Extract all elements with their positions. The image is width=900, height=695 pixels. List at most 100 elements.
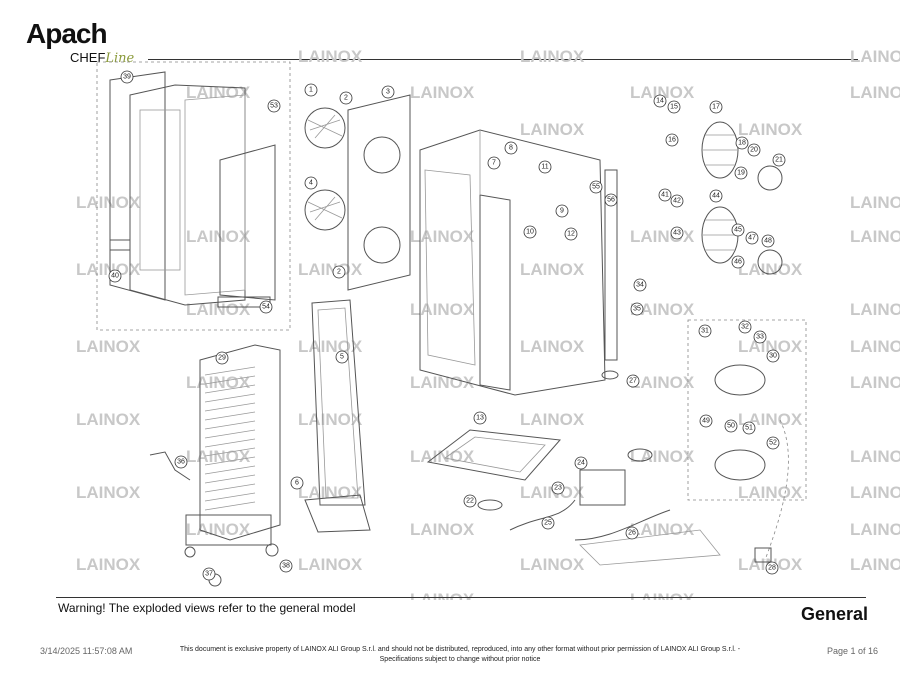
watermark-text: LAINOX <box>738 260 803 279</box>
logo-chef: CHEF <box>70 50 106 65</box>
callout-54: 54 <box>259 300 273 314</box>
legal-line-1: This document is exclusive property of L… <box>179 646 741 653</box>
callout-label: 15 <box>670 104 678 111</box>
callout-circle <box>747 143 761 157</box>
callout-circle <box>108 269 122 283</box>
callout-label: 54 <box>262 304 270 311</box>
fan-assembly <box>304 94 411 291</box>
callout-label: 50 <box>727 423 735 430</box>
callout-28: 28 <box>765 561 779 575</box>
print-timestamp: 3/14/2025 11:57:08 AM <box>40 646 133 656</box>
callout-label: 37 <box>205 571 213 578</box>
callout-circle <box>202 567 216 581</box>
watermark-text: LAINOX <box>738 410 803 429</box>
callout-circle <box>670 194 684 208</box>
callout-39: 39 <box>120 70 134 84</box>
watermark-text: LAINOX <box>186 520 251 539</box>
callout-27: 27 <box>626 374 640 388</box>
callout-circle <box>215 351 229 365</box>
callout-label: 39 <box>123 74 131 81</box>
callout-9: 9 <box>555 204 569 218</box>
callout-circle <box>766 436 780 450</box>
callout-22: 22 <box>463 494 477 508</box>
callout-circle <box>551 481 565 495</box>
watermark-text: LAINOX <box>738 483 803 502</box>
callout-label: 52 <box>769 440 777 447</box>
watermark-text: LAINOX <box>630 300 695 319</box>
callout-label: 48 <box>764 238 772 245</box>
motor-group-box <box>687 319 807 501</box>
callout-label: 41 <box>661 192 669 199</box>
watermark-text: LAINOX <box>410 300 475 319</box>
door-frame-bottom <box>304 494 371 533</box>
callout-31: 31 <box>698 324 712 338</box>
callout-5: 5 <box>335 350 349 364</box>
callout-label: 53 <box>270 103 278 110</box>
callout-label: 21 <box>775 157 783 164</box>
apach-chef-line-logo: Apach CHEFLine <box>26 20 134 67</box>
callout-7: 7 <box>487 156 501 170</box>
callout-circle <box>698 324 712 338</box>
watermark-text: LAINOX <box>298 260 363 279</box>
callout-label: 47 <box>748 235 756 242</box>
watermark-text: LAINOX <box>850 227 900 246</box>
callout-label: 43 <box>673 230 681 237</box>
callout-20: 20 <box>747 143 761 157</box>
callout-label: 38 <box>282 563 290 570</box>
callout-circle <box>765 561 779 575</box>
watermark-text: LAINOX <box>850 555 900 574</box>
callout-label: 26 <box>628 530 636 537</box>
callout-label: 12 <box>567 231 575 238</box>
callout-2-second: 2 <box>332 265 346 279</box>
callout-label: 4 <box>309 180 313 187</box>
callout-label: 5 <box>340 354 344 361</box>
callout-36: 36 <box>174 455 188 469</box>
callout-circle <box>523 225 537 239</box>
watermark-text: LAINOX <box>410 447 475 466</box>
footer-rule <box>56 597 866 598</box>
callout-34: 34 <box>633 278 647 292</box>
watermark-text: LAINOX <box>520 483 585 502</box>
callout-circle <box>332 265 346 279</box>
callout-layer: 1234567891011121314151617181920212223242… <box>108 70 786 581</box>
callout-13: 13 <box>473 411 487 425</box>
callout-label: 36 <box>177 459 185 466</box>
legal-notice: This document is exclusive property of L… <box>150 645 770 665</box>
watermark-text: LAINOX <box>186 227 251 246</box>
callout-label: 24 <box>577 460 585 467</box>
callout-circle <box>574 456 588 470</box>
watermark-text: LAINOX <box>410 83 475 102</box>
callout-label: 31 <box>701 328 709 335</box>
watermark-text: LAINOX <box>298 555 363 574</box>
warning-note: Warning! The exploded views refer to the… <box>58 601 356 615</box>
cabinet-group-box <box>96 61 291 331</box>
watermark-text: LAINOX <box>186 447 251 466</box>
callout-15: 15 <box>667 100 681 114</box>
watermark-text: LAINOX <box>738 120 803 139</box>
callout-21: 21 <box>772 153 786 167</box>
callout-circle <box>665 133 679 147</box>
watermark-text: LAINOX <box>630 373 695 392</box>
callout-label: 33 <box>756 334 764 341</box>
callout-4: 4 <box>304 176 318 190</box>
callout-circle <box>555 204 569 218</box>
watermark-text: LAINOX <box>850 337 900 356</box>
callout-circle <box>381 85 395 99</box>
callout-46: 46 <box>731 255 745 269</box>
watermark-text: LAINOX <box>738 337 803 356</box>
callout-label: 25 <box>544 520 552 527</box>
header-rule <box>148 59 858 60</box>
callout-19: 19 <box>734 166 748 180</box>
callout-35: 35 <box>630 302 644 316</box>
watermark-text: LAINOX <box>520 260 585 279</box>
callout-circle <box>487 156 501 170</box>
watermark-text: LAINOX <box>850 300 900 319</box>
callout-circle <box>564 227 578 241</box>
callout-label: 28 <box>768 565 776 572</box>
callout-circle <box>473 411 487 425</box>
callout-55: 55 <box>589 180 603 194</box>
callout-circle <box>604 193 618 207</box>
callout-circle <box>761 234 775 248</box>
callout-circle <box>699 414 713 428</box>
watermark-text: LAINOX <box>298 410 363 429</box>
